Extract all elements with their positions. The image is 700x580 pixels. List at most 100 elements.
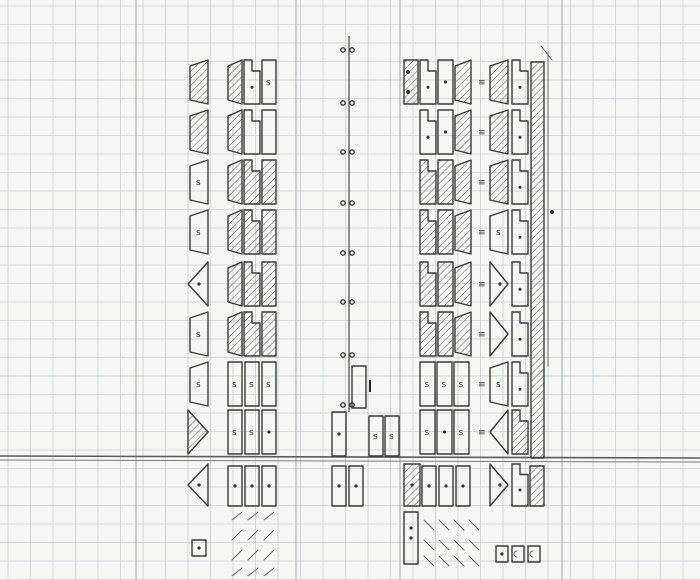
left-tower-panel-c-hatch bbox=[262, 160, 276, 204]
right-tower-slanted-window bbox=[490, 60, 508, 104]
left-tower-panel-a bbox=[228, 110, 242, 154]
right-tower-panel-b bbox=[438, 262, 453, 306]
center-base-block-dot bbox=[337, 432, 340, 435]
left-tower-triangle-window bbox=[188, 262, 208, 306]
right-tower-rail-marker bbox=[550, 210, 554, 214]
left-tower-triangle-window bbox=[188, 410, 208, 454]
left-tower-ground-door-dot bbox=[267, 484, 270, 487]
right-tower-panel-c-wave-mark: s bbox=[459, 380, 464, 390]
right-tower-panel-b bbox=[438, 312, 453, 356]
left-tower-ground-door bbox=[262, 466, 276, 506]
left-tower-slanted-window: s bbox=[190, 210, 208, 254]
right-tower-panel-c bbox=[455, 160, 471, 204]
right-tower-ground-door bbox=[439, 466, 453, 506]
right-tower-panel-c bbox=[455, 60, 471, 104]
left-tower-slanted-window-hatch bbox=[190, 60, 208, 104]
right-tower-panel-b bbox=[438, 160, 453, 204]
right-tower-line-mark: ≡ bbox=[478, 380, 486, 390]
right-tower-panel-c bbox=[455, 262, 471, 306]
right-tower-stepped-panel-dot bbox=[519, 136, 522, 139]
left-tower-ground-triangle bbox=[188, 464, 208, 506]
right-tower-ground-door bbox=[404, 464, 420, 506]
center-ground-door bbox=[349, 466, 363, 506]
right-tower-ground-door-dot bbox=[461, 484, 464, 487]
left-tower-panel-b-wave-mark: s bbox=[249, 380, 254, 390]
right-tower-basement-box bbox=[496, 546, 508, 562]
right-tower-line-mark: ≡ bbox=[478, 228, 486, 238]
center-shaft-marker bbox=[350, 201, 354, 205]
left-tower-panel-c-wave-mark: s bbox=[266, 380, 271, 390]
left-tower-triangle-window-dot bbox=[197, 282, 200, 285]
left-tower-panel-c: s bbox=[262, 60, 276, 104]
left-tower-panel-a-hatch bbox=[228, 60, 242, 104]
right-tower-panel-b-wave-mark: s bbox=[442, 380, 447, 390]
left-tower-panel-b-dot bbox=[251, 86, 254, 89]
right-tower-panel-a bbox=[420, 60, 436, 104]
left-tower-panel-a-wave-mark: s bbox=[232, 428, 237, 438]
right-tower-panel-b-dot bbox=[444, 130, 447, 133]
right-tower-panel-c-hatch bbox=[455, 262, 471, 306]
right-tower-ground-door bbox=[422, 466, 436, 506]
right-tower-ground-door-dot bbox=[427, 484, 430, 487]
left-tower-panel-c-hatch bbox=[262, 262, 276, 306]
right-tower-ground-triangle bbox=[490, 464, 508, 506]
right-tower-slanted-window-wave-mark: s bbox=[496, 380, 501, 390]
right-tower-panel-c bbox=[455, 210, 471, 254]
left-tower-panel-a bbox=[228, 160, 242, 204]
right-tower-stepped-panel-dot bbox=[519, 288, 522, 291]
right-tower-edge-dot bbox=[406, 70, 410, 74]
left-tower-panel-c bbox=[262, 312, 276, 356]
right-tower-slanted-window bbox=[490, 160, 508, 204]
center-lift-car bbox=[352, 366, 366, 408]
left-tower-foundation-stroke bbox=[264, 512, 274, 576]
left-tower-panel-b-wave-mark: s bbox=[249, 428, 254, 438]
right-tower-panel-a bbox=[420, 210, 436, 254]
left-tower-panel-a: s bbox=[228, 362, 242, 406]
center-base-block-wave-mark: s bbox=[373, 432, 378, 442]
left-tower-panel-b bbox=[244, 312, 260, 356]
left-tower-slanted-window-wave-mark: s bbox=[196, 330, 201, 340]
right-tower-stepped-panel-dot bbox=[519, 86, 522, 89]
right-tower-slanted-window bbox=[490, 110, 508, 154]
right-tower-stepped-panel-dot bbox=[519, 186, 522, 189]
right-tower-foundation-stroke bbox=[424, 520, 434, 566]
left-tower-panel-b bbox=[244, 210, 260, 254]
center-shaft-marker bbox=[350, 251, 354, 255]
center-base-block-wave-mark: s bbox=[389, 432, 394, 442]
center-ground-door-dot bbox=[354, 484, 357, 487]
right-tower-panel-c bbox=[455, 312, 471, 356]
left-tower-foundation-stroke bbox=[232, 512, 242, 576]
right-tower-panel-a-wave-mark: s bbox=[425, 380, 430, 390]
right-tower-basement-box bbox=[404, 512, 418, 564]
left-tower-basement-box-dot bbox=[197, 546, 200, 549]
right-tower-line-mark: ≡ bbox=[478, 428, 486, 438]
right-tower-stepped-panel-dot bbox=[519, 236, 522, 239]
right-tower-panel-b-hatch bbox=[438, 210, 453, 254]
right-tower-basement-box-dot bbox=[409, 536, 412, 539]
right-tower-panel-c-wave-mark: s bbox=[459, 428, 464, 438]
right-tower-foundation-stroke bbox=[454, 520, 464, 566]
right-tower-foundation-stroke bbox=[439, 520, 449, 566]
right-tower-slanted-window: s bbox=[490, 362, 508, 406]
right-tower-triangle-window-dot bbox=[498, 282, 501, 285]
left-tower-slanted-window-wave-mark: s bbox=[196, 178, 201, 188]
center-shaft-marker bbox=[341, 150, 345, 154]
left-tower-panel-a-hatch bbox=[228, 262, 242, 306]
left-tower-panel-c bbox=[262, 160, 276, 204]
right-tower-line-mark: ≡ bbox=[478, 128, 486, 138]
right-tower-panel-b-hatch bbox=[438, 262, 453, 306]
left-tower-ground-door-dot bbox=[233, 484, 236, 487]
right-tower-panel-b: s bbox=[437, 362, 452, 406]
left-tower-panel-b: s bbox=[245, 410, 259, 454]
right-tower-slanted-window-wave-mark: s bbox=[496, 228, 501, 238]
right-tower-panel-a bbox=[420, 312, 436, 356]
left-tower-panel-a: s bbox=[228, 410, 242, 454]
right-tower-triangle-window-outline bbox=[490, 312, 508, 356]
left-tower-panel-a-hatch bbox=[228, 210, 242, 254]
right-tower-panel-c-hatch bbox=[455, 160, 471, 204]
right-tower-line-mark: ≡ bbox=[478, 330, 486, 340]
right-tower-guide-cap bbox=[541, 46, 552, 60]
left-tower-ground-door bbox=[228, 466, 242, 506]
